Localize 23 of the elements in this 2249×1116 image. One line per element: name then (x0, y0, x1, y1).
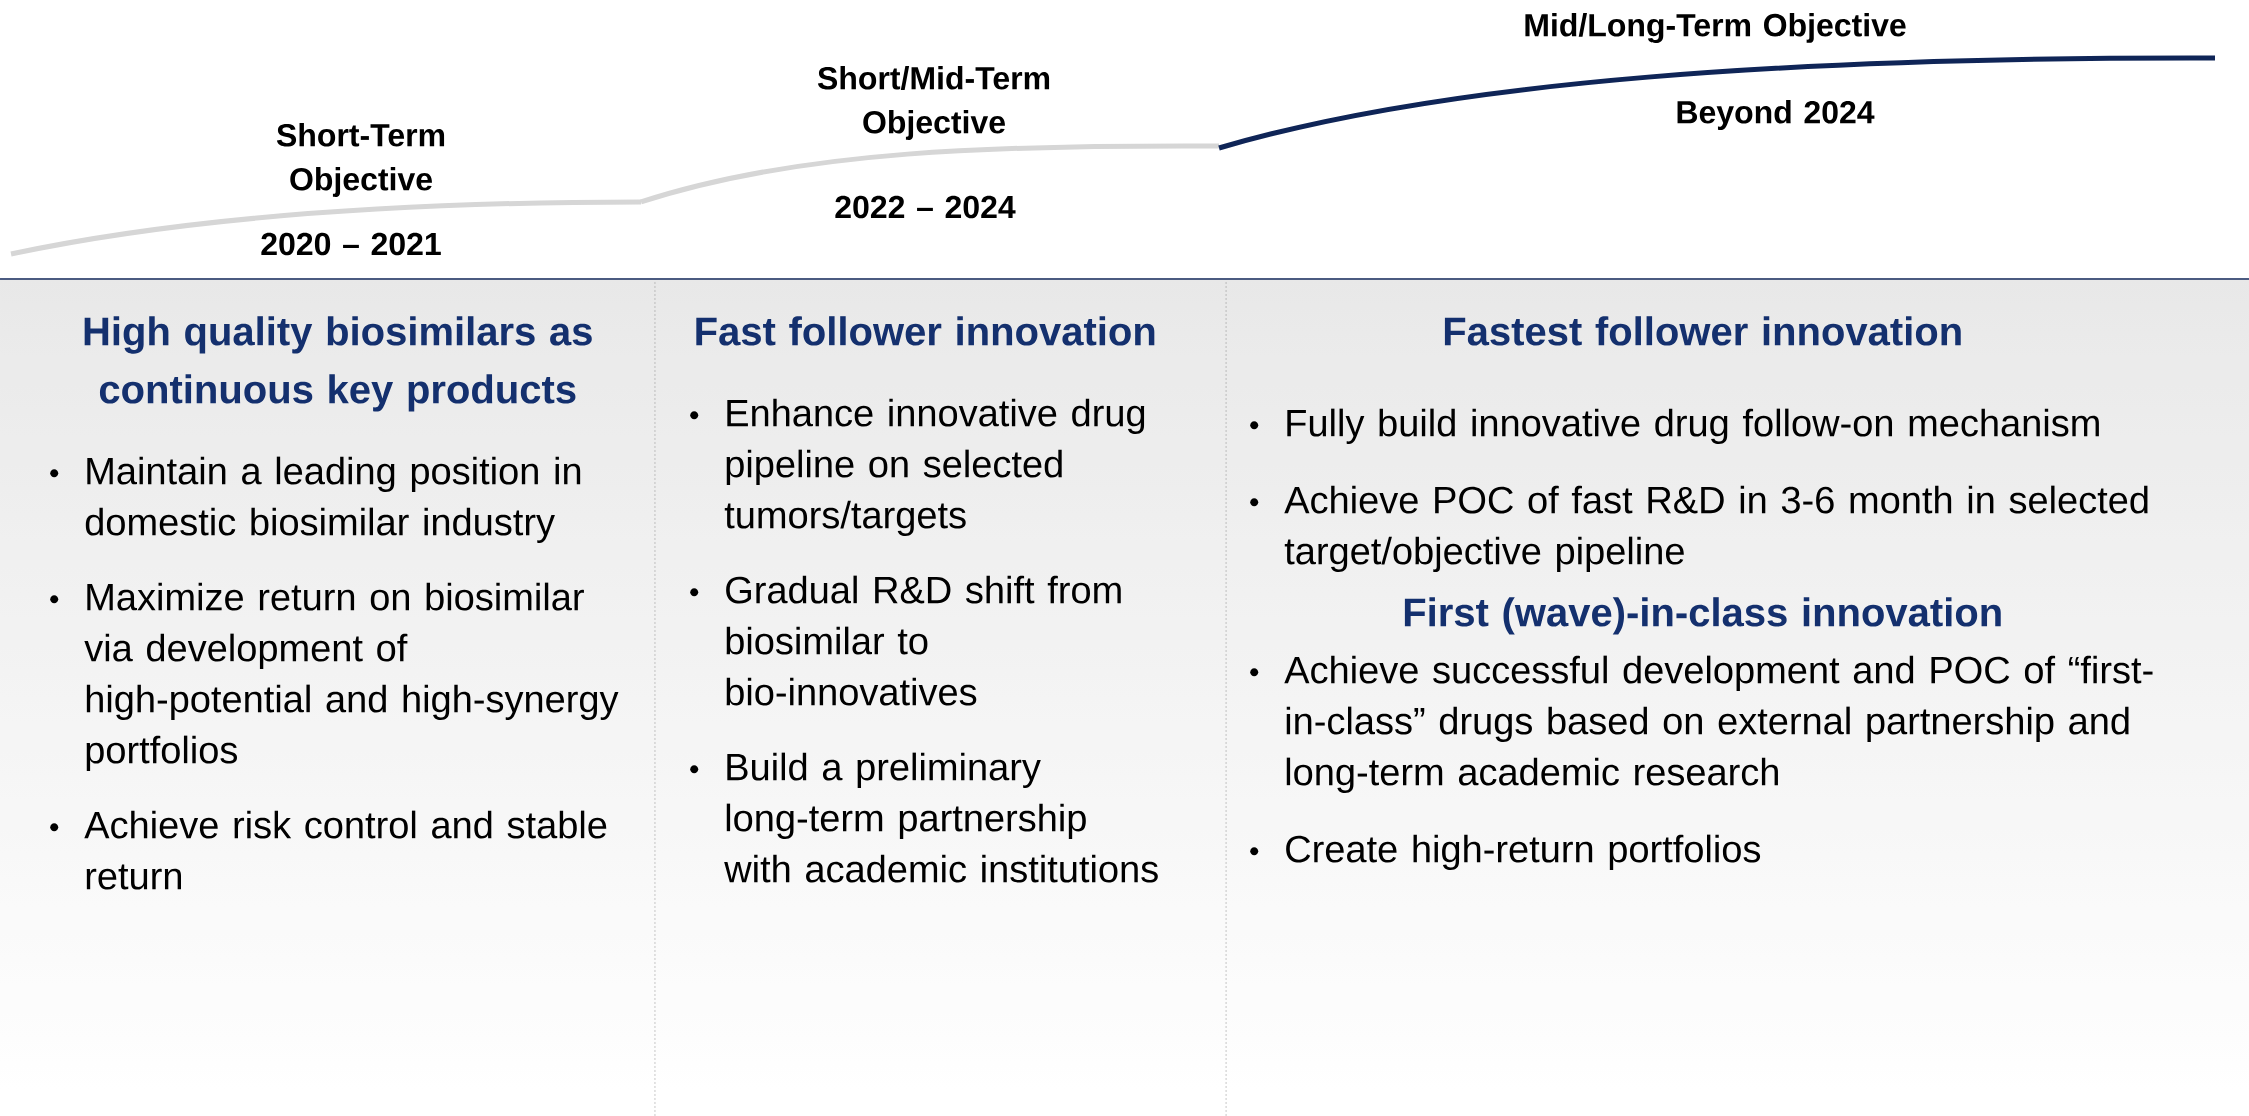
node-label: Create high-return portfolios (1286, 834, 1761, 871)
node-label: High quality biosimilars as continuous key products (84, 316, 592, 412)
node-label: Fast follower innovation (696, 316, 1155, 346)
text-column: High quality biosimilars as continuous key products Maintain a leading position in domestic biosimilar industry Maximize return on biosimilar via development of high-potential and high-synergy portfolios Achieve risk control and stable return (50, 316, 619, 890)
period-label: Short-Term Objective (276, 123, 445, 197)
period-label: Short/Mid-Term Objective (817, 66, 1050, 140)
node-label: Achieve risk control and stable return (84, 810, 607, 890)
node-label: Maintain a leading position in domestic biosimilar industry (85, 456, 581, 544)
node-label: Achieve successful development and POC of “first-in-class” drugs based on external partnership and long-term academic research (1284, 655, 2153, 794)
year-range-label: Beyond 2024 (1677, 100, 1875, 130)
node-label: Gradual R&D shift from biosimilar to bio-innovatives (726, 575, 1121, 706)
text-column: Fastest follower innovation Fully build innovative drug follow-on mechanism Achieve POC of fast R&D in 3-6 month in selected target/objective pipeline First (wave)-in-class innovation Achieve successful development and POC of “first-in-class” drugs based on external partnership and long-term academic research Create high-return portfolios (1250, 316, 2153, 871)
node-label: Fully build innovative drug follow-on mechanism (1287, 408, 2099, 445)
text-column: Fast follower innovation Enhance innovative drug pipeline on selected tumors/targets Gradual R&D shift from biosimilar to bio-innovatives Build a preliminary long-term partnership with academic institutions (690, 316, 1158, 883)
year-range-label: 2020 – 2021 (261, 232, 441, 256)
node-label: Maximize return on biosimilar via development of high-potential and high-synergy portfolios (84, 582, 619, 772)
year-range-label: 2022 – 2024 (835, 195, 1016, 219)
period-label: Mid/Long-Term Objective (1525, 13, 1906, 43)
node-label: Build a preliminary long-term partnership with academic institutions (724, 752, 1158, 883)
node-label: Fastest follower innovation (1444, 316, 1961, 346)
node-label: Enhance innovative drug pipeline on selected tumors/targets (724, 398, 1145, 537)
node-label: Achieve POC of fast R&D in 3-6 month in selected target/objective pipeline (1284, 485, 2148, 573)
node-label: First (wave)-in-class innovation (1404, 597, 2001, 635)
